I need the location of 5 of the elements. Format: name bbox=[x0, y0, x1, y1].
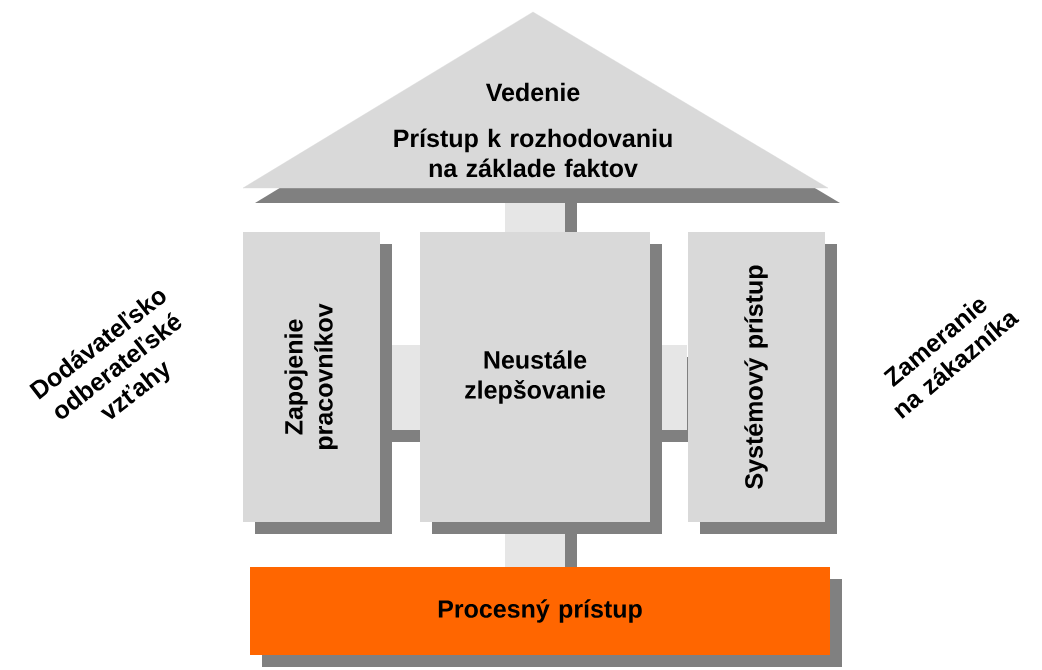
pillar-box: Zapojenie pracovníkov bbox=[243, 232, 392, 534]
pillar-box: Systémový prístup bbox=[688, 232, 837, 534]
center-box: Neustále zlepšovanie bbox=[420, 232, 662, 534]
roof-triangle: Vedenie Prístup k rozhodovaniu na základe faktov bbox=[242, 11, 840, 203]
base-box: Procesný prístup bbox=[250, 567, 842, 667]
